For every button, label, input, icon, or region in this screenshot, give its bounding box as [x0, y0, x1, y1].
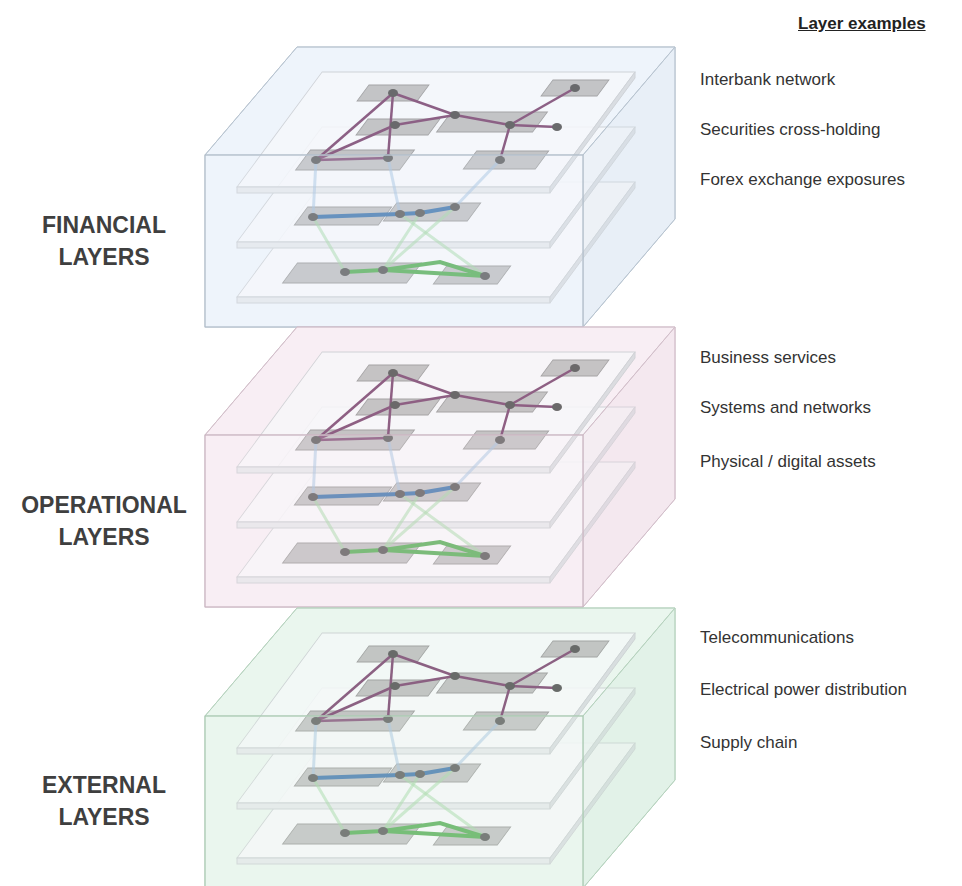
- layer-example: Business services: [700, 348, 836, 368]
- layer-example: Securities cross-holding: [700, 120, 880, 140]
- layer-heading: OPERATIONAL LAYERS: [8, 489, 200, 553]
- layer-example: Interbank network: [700, 70, 835, 90]
- layer-group: OPERATIONAL LAYERS: [8, 435, 200, 607]
- column-heading: Layer examples: [798, 14, 926, 34]
- layer-group: FINANCIAL LAYERS: [8, 155, 200, 327]
- layer-example: Telecommunications: [700, 628, 854, 648]
- layer-example: Electrical power distribution: [700, 680, 907, 700]
- layer-example: Supply chain: [700, 733, 797, 753]
- layer-heading: EXTERNAL LAYERS: [8, 769, 200, 833]
- layer-example: Forex exchange exposures: [700, 170, 905, 190]
- layer-group: EXTERNAL LAYERS: [8, 716, 200, 886]
- layer-heading: FINANCIAL LAYERS: [8, 209, 200, 273]
- layer-example: Systems and networks: [700, 398, 871, 418]
- layer-example: Physical / digital assets: [700, 452, 876, 472]
